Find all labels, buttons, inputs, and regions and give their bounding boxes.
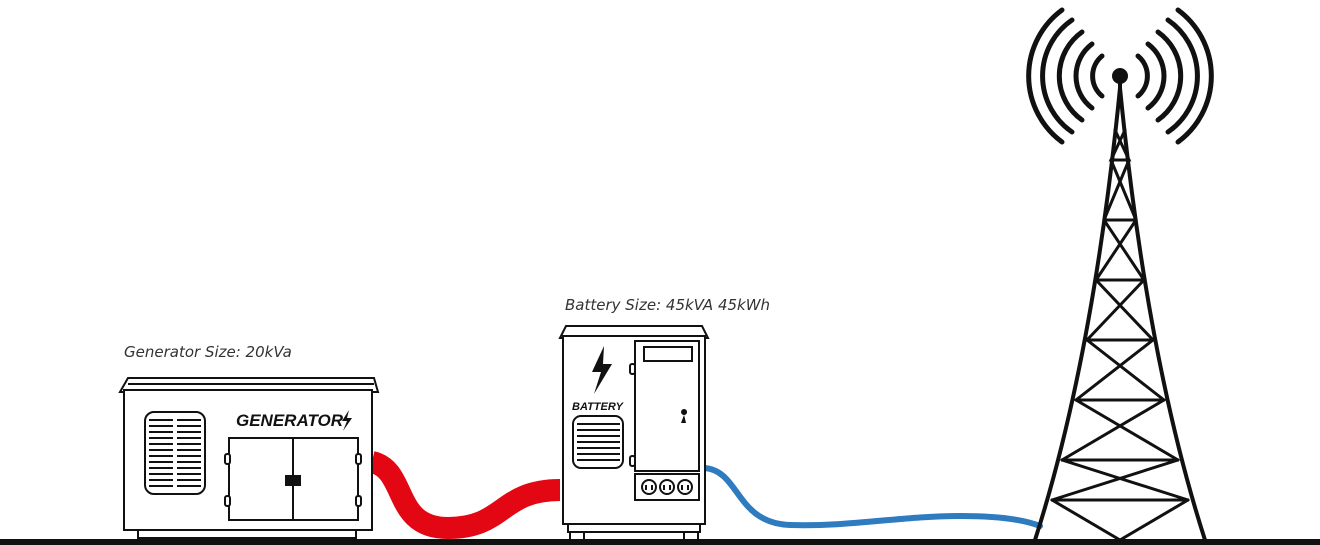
- battery-to-tower-cable: [704, 468, 1040, 526]
- outlet-icon: [642, 480, 692, 494]
- ground-line: [0, 539, 1320, 545]
- battery-label: BATTERY: [572, 401, 625, 413]
- cell-tower-icon: [1029, 10, 1212, 540]
- generator-to-battery-cable: [372, 462, 560, 528]
- generator-vent: [145, 412, 205, 494]
- generator-label: GENERATOR: [236, 411, 344, 430]
- battery-unit: [560, 326, 708, 540]
- generator-unit: [120, 378, 378, 538]
